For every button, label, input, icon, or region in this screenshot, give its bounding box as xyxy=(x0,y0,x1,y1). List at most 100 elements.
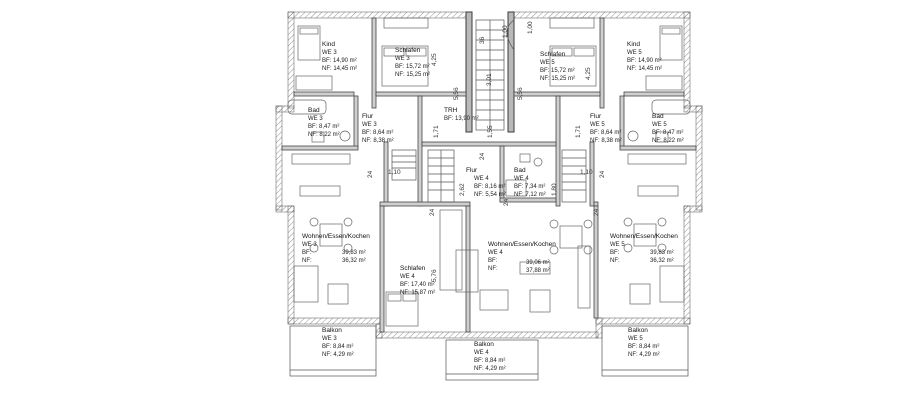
room-bad-we4: Bad WE 4 BF: 7,34 m² NF: 7,12 m² xyxy=(514,167,546,198)
room-wek-we4: Wohnen/Essen/Kochen WE 4 BF: NF: 39,06 m… xyxy=(488,241,556,274)
room-name: Balkon xyxy=(628,327,648,334)
interior-walls xyxy=(281,17,697,333)
room-name: Bad xyxy=(308,107,320,114)
area-nf: NF: 15,25 m² xyxy=(540,76,575,82)
dim-label: 2,62 xyxy=(459,183,466,196)
unit-label: WE 3 xyxy=(322,50,337,56)
stair-landing-left xyxy=(391,149,417,181)
area-bf: BF: xyxy=(488,258,498,264)
dim-label: 4,25 xyxy=(585,67,592,80)
area-bf: BF: 14,90 m² xyxy=(627,58,662,64)
area-bf: BF: 8,64 m² xyxy=(590,130,621,136)
dim-label: 1,71 xyxy=(575,125,582,138)
unit-label: WE 5 xyxy=(610,242,625,248)
unit-label: WE 4 xyxy=(514,176,529,182)
area-bf: BF: 8,84 m² xyxy=(322,344,353,350)
dim-label: 5,56 xyxy=(453,87,460,100)
area-bf-value: 39,06 m² xyxy=(526,260,550,266)
area-bf: BF: 8,47 m² xyxy=(308,124,339,130)
area-nf: NF: 8,22 m² xyxy=(308,132,340,138)
area-bf: BF: 14,90 m² xyxy=(322,58,357,64)
left-staircase xyxy=(427,149,455,203)
area-nf: NF: 8,38 m² xyxy=(362,138,394,144)
area-nf-value: 36,32 m² xyxy=(342,258,366,264)
area-bf: BF: 17,40 m² xyxy=(400,282,435,288)
dim-label: 36 xyxy=(479,36,486,44)
dim-label: 24 xyxy=(367,170,374,178)
dim-label: 1,55 xyxy=(487,125,494,138)
area-bf: BF: 8,16 m² xyxy=(474,184,505,190)
room-flur-we3: Flur WE 3 BF: 8,64 m² NF: 8,38 m² xyxy=(362,113,394,144)
room-name: Wohnen/Essen/Kochen xyxy=(610,233,678,240)
unit-label: WE 3 xyxy=(308,116,323,122)
area-nf: NF: 8,38 m² xyxy=(590,138,622,144)
dim-label: 5,56 xyxy=(517,87,524,100)
area-bf: BF: 8,84 m² xyxy=(474,358,505,364)
outer-walls xyxy=(275,11,703,339)
unit-label: WE 5 xyxy=(652,122,667,128)
room-name: Bad xyxy=(652,113,664,120)
room-name: Schlafen xyxy=(395,47,421,54)
balconies xyxy=(289,325,689,381)
area-nf: NF: xyxy=(302,258,312,264)
room-name: Kind xyxy=(322,41,335,48)
unit-label: WE 3 xyxy=(362,122,377,128)
room-flur-we4: Flur WE 4 BF: 8,16 m² NF: 5,54 m² xyxy=(466,167,506,198)
room-name: Flur xyxy=(362,113,374,120)
room-name: TRH xyxy=(444,107,458,114)
dim-label: 24 xyxy=(429,208,436,216)
room-flur-we5: Flur WE 5 BF: 8,64 m² NF: 8,38 m² xyxy=(590,113,622,144)
unit-label: WE 4 xyxy=(488,250,503,256)
dim-label: 24 xyxy=(593,208,600,216)
area-nf: NF: 15,25 m² xyxy=(395,72,430,78)
unit-label: WE 3 xyxy=(322,336,337,342)
area-nf: NF: 4,29 m² xyxy=(474,366,506,372)
area-bf: BF: 15,72 m² xyxy=(540,68,575,74)
unit-label: WE 5 xyxy=(590,122,605,128)
area-nf: NF: 5,54 m² xyxy=(474,192,506,198)
area-nf-value: 37,88 m² xyxy=(526,268,550,274)
dim-label: 1,10 xyxy=(388,169,401,176)
area-bf: BF: 8,84 m² xyxy=(628,344,659,350)
unit-label: WE 5 xyxy=(540,60,555,66)
room-bad-we3: Bad WE 3 BF: 8,47 m² NF: 8,22 m² xyxy=(308,107,340,138)
room-schlafen-we3: Schlafen WE 3 BF: 15,72 m² NF: 15,25 m² xyxy=(395,47,430,78)
area-nf: NF: 4,29 m² xyxy=(628,352,660,358)
dim-label: 1,10 xyxy=(580,169,593,176)
dimension-labels: 4,25 5,56 3,01 1,00 5,56 4,25 1,71 1,55 … xyxy=(367,21,606,282)
area-bf: BF: 13,90 m² xyxy=(444,116,479,122)
area-nf: NF: 8,22 m² xyxy=(652,138,684,144)
room-balkon-we3: Balkon WE 3 BF: 8,84 m² NF: 4,29 m² xyxy=(322,327,354,358)
area-nf: NF: 4,29 m² xyxy=(322,352,354,358)
room-name: Schlafen xyxy=(540,51,566,58)
dim-label: 3,01 xyxy=(486,73,493,86)
area-bf-value: 39,83 m² xyxy=(650,250,674,256)
dim-label: 1,00 xyxy=(502,25,509,38)
room-balkon-we5: Balkon WE 5 BF: 8,84 m² NF: 4,29 m² xyxy=(628,327,660,358)
unit-label: WE 5 xyxy=(627,50,642,56)
dim-label: 24 xyxy=(599,170,606,178)
room-name: Wohnen/Essen/Kochen xyxy=(488,241,556,248)
area-nf: NF: 7,12 m² xyxy=(514,192,546,198)
room-wek-we5: Wohnen/Essen/Kochen WE 5 BF: NF: 39,83 m… xyxy=(610,233,678,264)
room-name: Schlafen xyxy=(400,265,426,272)
room-name: Flur xyxy=(466,167,478,174)
room-schlafen-we4: Schlafen WE 4 BF: 17,40 m² NF: 15,87 m² xyxy=(400,265,435,296)
central-staircase xyxy=(475,19,515,131)
room-name: Wohnen/Essen/Kochen xyxy=(302,233,370,240)
dim-label: 4,25 xyxy=(431,53,438,66)
area-nf: NF: 15,87 m² xyxy=(400,290,435,296)
room-schlafen-we5: Schlafen WE 5 BF: 15,72 m² NF: 15,25 m² xyxy=(540,51,575,82)
area-bf-value: 39,83 m² xyxy=(342,250,366,256)
room-kind-we5: Kind WE 5 BF: 14,90 m² NF: 14,45 m² xyxy=(627,41,662,72)
dim-label: 1,00 xyxy=(527,21,534,34)
dim-label: 1,80 xyxy=(551,183,558,196)
right-staircase xyxy=(561,149,587,203)
room-name: Flur xyxy=(590,113,602,120)
area-bf: BF: 8,64 m² xyxy=(362,130,393,136)
area-bf: BF: xyxy=(302,250,312,256)
area-nf: NF: 14,45 m² xyxy=(322,66,357,72)
room-wek-we3: Wohnen/Essen/Kochen WE 3 BF: NF: 39,83 m… xyxy=(302,233,370,264)
room-trh: TRH BF: 13,90 m² xyxy=(444,107,479,122)
